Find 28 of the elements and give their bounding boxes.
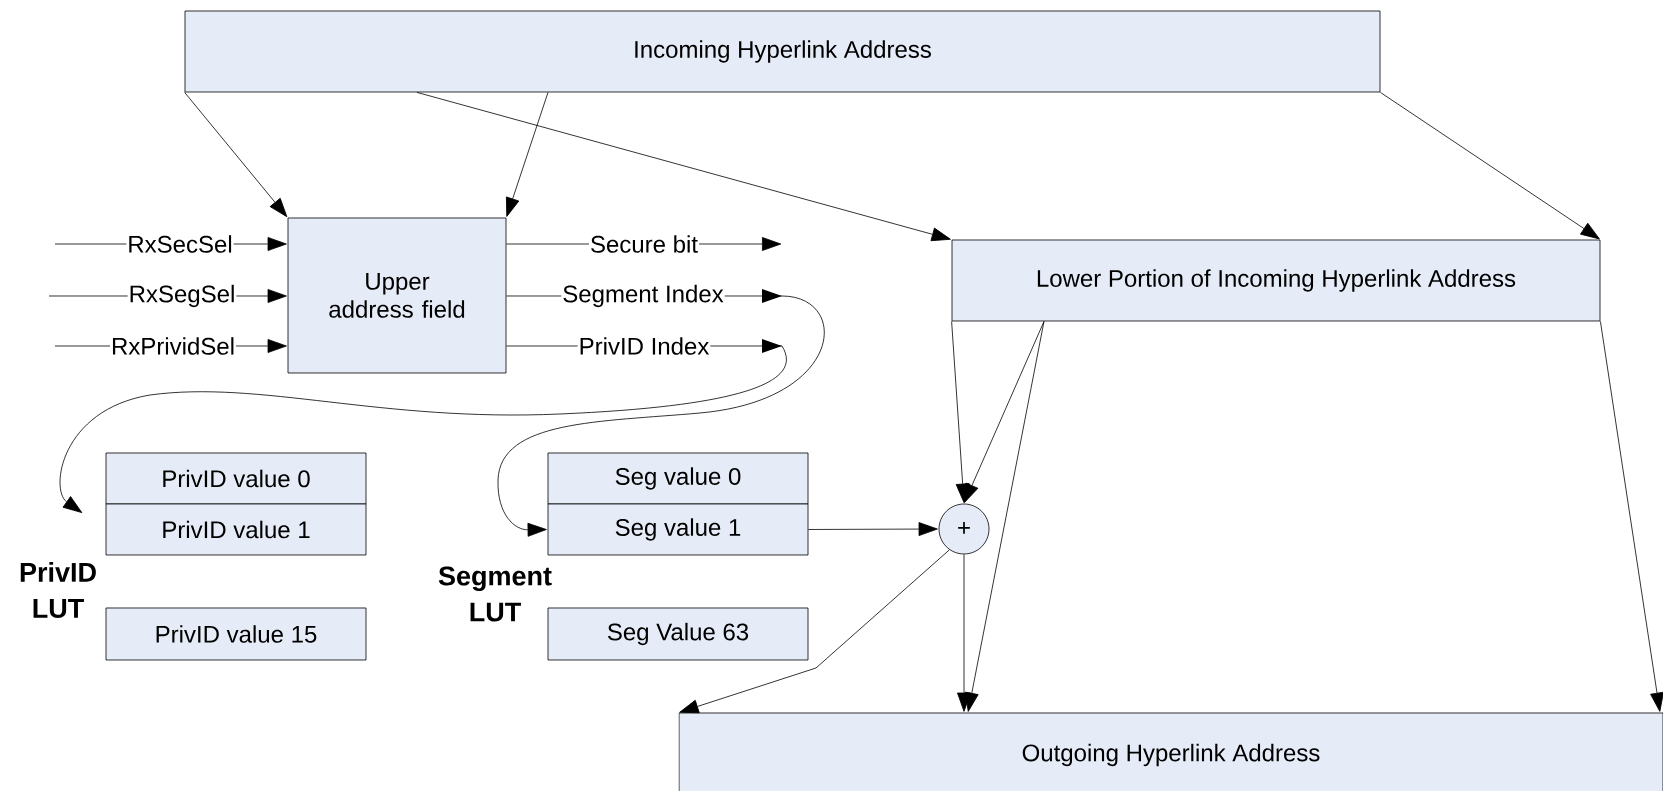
arrow bbox=[957, 554, 971, 712]
lut-entry-box: Seg value 1 bbox=[547, 503, 809, 556]
table-label: PrivID LUT bbox=[20, 562, 96, 618]
lut-entry-box: PrivID value 0 bbox=[105, 452, 367, 505]
arrow bbox=[506, 92, 549, 217]
edge-label: PrivID Index bbox=[577, 336, 711, 356]
edge-label: Segment Index bbox=[561, 283, 725, 309]
lut-entry-box: Seg Value 63 bbox=[547, 607, 809, 661]
arrow bbox=[964, 321, 1045, 712]
process-box: Lower Portion of Incoming Hyperlink Address bbox=[951, 239, 1601, 322]
arrow bbox=[59, 339, 787, 513]
process-box: Outgoing Hyperlink Address bbox=[678, 712, 1663, 791]
arrow bbox=[964, 321, 1045, 503]
arrow bbox=[416, 92, 951, 242]
arrow bbox=[184, 92, 288, 218]
arrow bbox=[808, 522, 938, 536]
lut-entry-box: PrivID value 1 bbox=[105, 503, 367, 556]
arrow bbox=[679, 549, 950, 714]
lut-entry-box: Seg value 0 bbox=[547, 452, 809, 505]
lut-entry-box: PrivID value 15 bbox=[105, 607, 367, 661]
process-box: Incoming Hyperlink Address bbox=[184, 10, 1381, 93]
arrow bbox=[1600, 321, 1663, 712]
edge-label: Secure bit bbox=[589, 234, 700, 254]
process-box: Upper address field bbox=[287, 217, 507, 374]
arrow bbox=[1380, 92, 1600, 240]
edge-label: RxSegSel bbox=[127, 283, 237, 309]
edge-label: RxPrividSel bbox=[110, 336, 237, 356]
edge-label: RxSecSel bbox=[126, 234, 234, 254]
